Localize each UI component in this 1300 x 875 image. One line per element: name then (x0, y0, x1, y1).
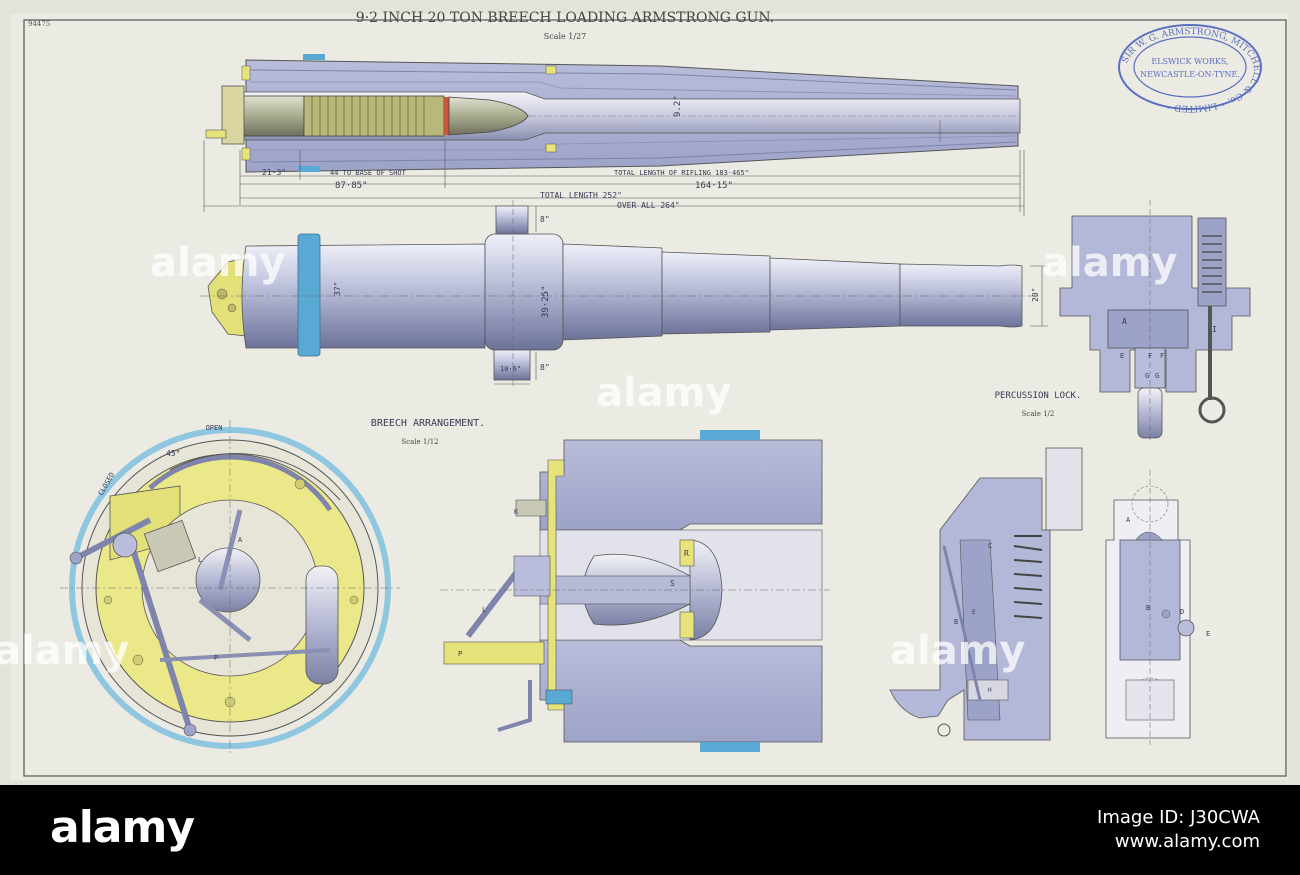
dim-trunnion-bottom: 8" (540, 363, 550, 372)
breech-part-k: K (514, 508, 519, 516)
dim-trunnion-width: 10·6" (500, 365, 521, 373)
dim-breech-dia: 37" (333, 282, 342, 296)
watermark-5: alamy (890, 628, 1025, 674)
lock-part-h: H (988, 687, 992, 694)
lock-part-e3: E (1206, 630, 1210, 638)
breech-open-label: OPEN (206, 424, 223, 432)
dim-muzzle-dia: 20" (1031, 288, 1040, 302)
gun-exterior-view (200, 200, 1040, 386)
lock-part-f1: F (1148, 352, 1152, 360)
lock-part-i: I (1212, 325, 1217, 334)
lock-scale: Scale 1/2 (1022, 410, 1055, 418)
footer-logo: alamy (50, 802, 195, 853)
breech-side-section (440, 430, 830, 752)
sheet-title: 9·2 INCH 20 TON BREECH LOADING ARMSTRONG… (356, 10, 774, 26)
bore-dimension: 9.2" (673, 95, 683, 117)
breech-part-s: S (670, 579, 675, 588)
footer-bar (0, 785, 1300, 875)
lock-top-part-labels: A E F F G G I (1120, 317, 1217, 380)
dim-rifling-label: TOTAL LENGTH OF RIFLING 183·465" (614, 169, 749, 177)
watermarks: alamy alamy alamy alamy alamy (0, 240, 1177, 674)
lock-title: PERCUSSION LOCK. (995, 391, 1082, 401)
lock-part-f2: F (1160, 352, 1164, 360)
lock-part-b: B (954, 618, 958, 626)
breech-part-p: P (214, 654, 218, 662)
title-scale: Scale 1/27 (544, 32, 587, 41)
watermark-1: alamy (150, 240, 285, 286)
footer-url: www.alamy.com (1114, 831, 1260, 852)
lock-part-e: E (1120, 352, 1124, 360)
sheet-number: 94475 (28, 20, 50, 28)
lock-part-a: A (1122, 317, 1127, 326)
dim-trunnion-top: 8" (540, 215, 550, 224)
dim-chamber-total: 87·85" (335, 181, 368, 191)
dim-total-length: TOTAL LENGTH 252" (540, 191, 622, 200)
stamp-line1: ELSWICK WORKS, (1151, 57, 1228, 66)
breech-part-l: L (198, 556, 202, 564)
dim-to-base: 44 TO BASE OF SHOT (330, 169, 407, 177)
projectile (241, 95, 529, 137)
breech-part-r: R (684, 549, 689, 558)
gun-longitudinal-section: 9.2" (205, 54, 1021, 173)
breech-part-a: A (238, 536, 243, 544)
lock-part-d: D (1180, 608, 1184, 616)
watermark-2: alamy (596, 370, 731, 416)
watermark-3: alamy (1042, 240, 1177, 286)
breech-end-view (60, 420, 400, 756)
border-frame (23, 19, 1287, 777)
section-dimensions (203, 140, 1025, 216)
stamp-line2: NEWCASTLE-ON-TYNE. (1140, 70, 1240, 79)
footer-info: Image ID: J30CWA www.alamy.com (1097, 806, 1260, 854)
breech-part-l2: L (482, 606, 486, 614)
breech-angle: 45° (166, 449, 180, 458)
lock-part-c: C (988, 542, 992, 550)
breech-title: BREECH ARRANGEMENT. (371, 418, 485, 429)
engineering-drawing: 9·2 INCH 20 TON BREECH LOADING ARMSTRONG… (0, 0, 1300, 785)
percussion-lock-section (1059, 200, 1251, 440)
lock-part-g2: G (1155, 372, 1159, 380)
percussion-lock-front-view (1105, 470, 1195, 745)
dim-chamber-len: 21·3" (262, 168, 286, 177)
percussion-lock-side-view (889, 447, 1083, 741)
lock-part-a2: A (1126, 516, 1131, 524)
lock-part-b2: B (1146, 604, 1150, 612)
footer-image-id: Image ID: J30CWA (1097, 807, 1260, 828)
watermark-4: alamy (0, 628, 129, 674)
exterior-dimensions (494, 206, 1048, 385)
breech-part-p2: P (458, 650, 462, 658)
breech-scale: Scale 1/12 (401, 438, 438, 446)
dim-rifling-part: 164·15" (695, 181, 733, 191)
dim-over-all: OVER ALL 264" (617, 201, 680, 210)
lock-part-g1: G (1145, 372, 1149, 380)
lock-part-e2: E (972, 609, 976, 616)
dim-trunnion-dia: 39·25" (541, 285, 551, 318)
